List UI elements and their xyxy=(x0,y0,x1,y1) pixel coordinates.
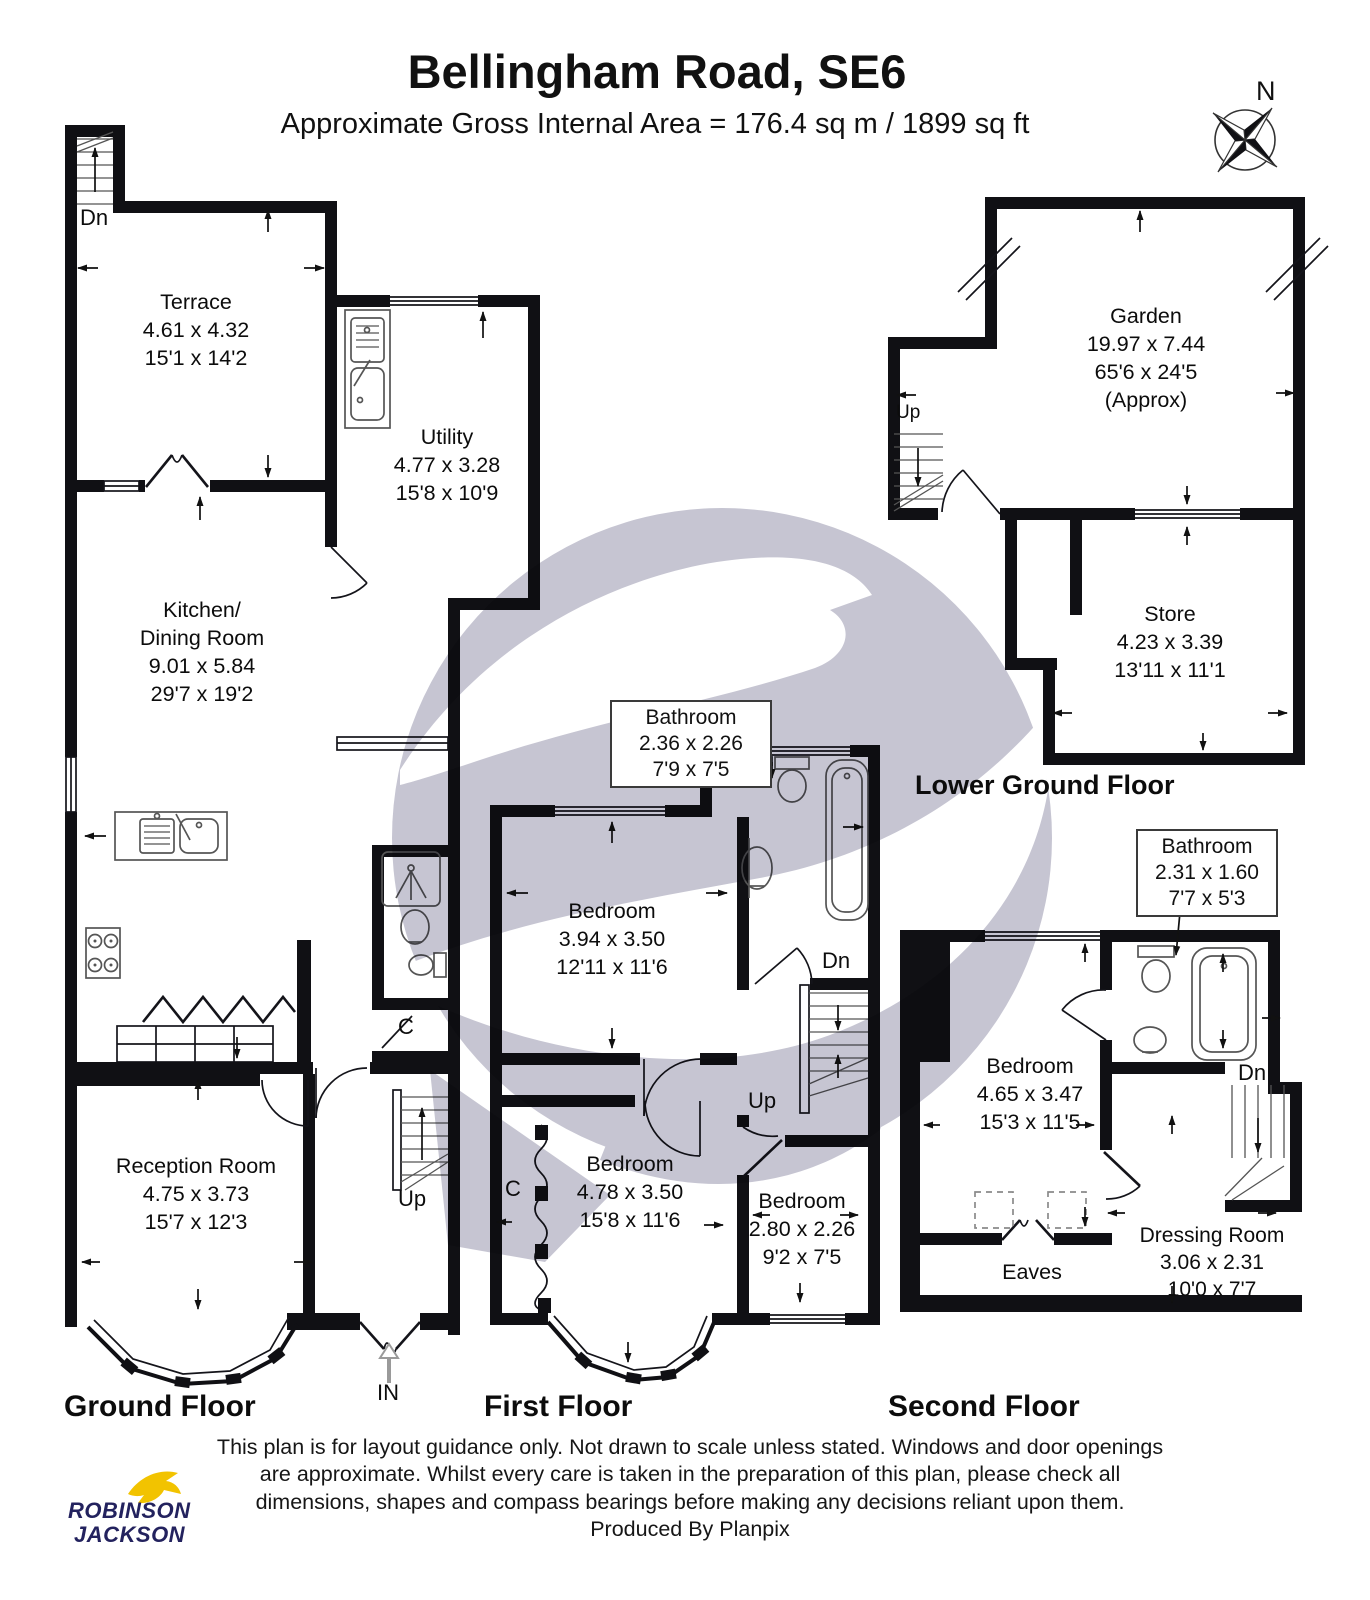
bay-window-first xyxy=(546,1315,717,1385)
stairs-up-label-first: Up xyxy=(748,1088,777,1113)
disclaimer-line-3: dimensions, shapes and compass bearings … xyxy=(255,1490,1125,1514)
disclaimer-line-2: are approximate. Whilst every care is ta… xyxy=(259,1462,1121,1486)
stairs-garden xyxy=(893,433,944,512)
room-label-ff-bedroom1: Bedroom 3.94 x 3.50 12'11 x 11'6 xyxy=(556,899,668,979)
room-label-ff-bedroom3: Bedroom 2.80 x 2.26 9'2 x 7'5 xyxy=(748,1189,856,1269)
floor-label-first: First Floor xyxy=(484,1390,633,1423)
logo-bird-icon xyxy=(128,1471,181,1504)
room-label-terrace: Terrace 4.61 x 4.32 15'1 x 14'2 xyxy=(142,290,250,370)
agency-logo: ROBINSON JACKSON xyxy=(58,1462,208,1552)
entrance-label: IN xyxy=(377,1380,399,1405)
floor-label-lower-ground: Lower Ground Floor xyxy=(915,770,1175,800)
floor-label-second: Second Floor xyxy=(888,1390,1080,1423)
stairs-dn-label-first: Dn xyxy=(822,948,851,973)
disclaimer-line-1: This plan is for layout guidance only. N… xyxy=(216,1435,1164,1459)
logo-text-line2: JACKSON xyxy=(74,1522,186,1547)
stairs-dn-label-ground: Dn xyxy=(80,205,109,230)
disclaimer-line-4: Produced By Planpix xyxy=(590,1517,790,1541)
room-label-garden: Garden 19.97 x 7.44 65'6 x 24'5 (Approx) xyxy=(1086,304,1206,412)
cupboard-label-first: C xyxy=(505,1176,521,1201)
page-title: Bellingham Road, SE6 xyxy=(407,45,907,98)
room-label-sf-bedroom: Bedroom 4.65 x 3.47 15'3 x 11'5 xyxy=(976,1054,1084,1134)
room-label-eaves: Eaves xyxy=(1002,1260,1062,1284)
stairs-up-label-ground: Up xyxy=(398,1186,427,1211)
stairs-second xyxy=(1224,1085,1285,1201)
page-subtitle: Approximate Gross Internal Area = 176.4 … xyxy=(280,108,1030,140)
floor-label-ground: Ground Floor xyxy=(64,1390,256,1423)
room-label-dressing: Dressing Room 3.06 x 2.31 10'0 x 7'7 xyxy=(1139,1224,1285,1301)
utility-sink-icon xyxy=(344,309,391,429)
room-label-utility: Utility 4.77 x 3.28 15'8 x 10'9 xyxy=(393,425,501,505)
room-label-ff-bathroom: Bathroom 2.36 x 2.26 7'9 x 7'5 xyxy=(610,700,772,788)
bay-window-ground xyxy=(86,1316,299,1389)
room-label-kitchen: Kitchen/ Dining Room 9.01 x 5.84 29'7 x … xyxy=(139,598,265,706)
compass-icon xyxy=(1212,107,1278,173)
compass-north-label: N xyxy=(1256,76,1276,106)
entrance-arrow-icon xyxy=(378,1342,400,1383)
room-label-reception: Reception Room 4.75 x 3.73 15'7 x 12'3 xyxy=(115,1154,277,1234)
room-label-store: Store 4.23 x 3.39 13'11 x 11'1 xyxy=(1114,602,1226,682)
stove-icon xyxy=(85,927,121,979)
stairs-dn-label-second: Dn xyxy=(1238,1060,1267,1085)
room-label-sf-bathroom: Bathroom 2.31 x 1.60 7'7 x 5'3 xyxy=(1136,829,1278,917)
room-label-ff-bedroom2: Bedroom 4.78 x 3.50 15'8 x 11'6 xyxy=(576,1152,684,1232)
cupboard-label-ground: C xyxy=(398,1014,414,1039)
kitchen-sink-icon xyxy=(114,811,228,861)
stairs-terrace xyxy=(76,131,114,205)
logo-text-line1: ROBINSON xyxy=(68,1498,191,1523)
stairs-up-label-lower-ground: Up xyxy=(896,402,921,423)
sf-basin-icon xyxy=(1133,1026,1167,1054)
